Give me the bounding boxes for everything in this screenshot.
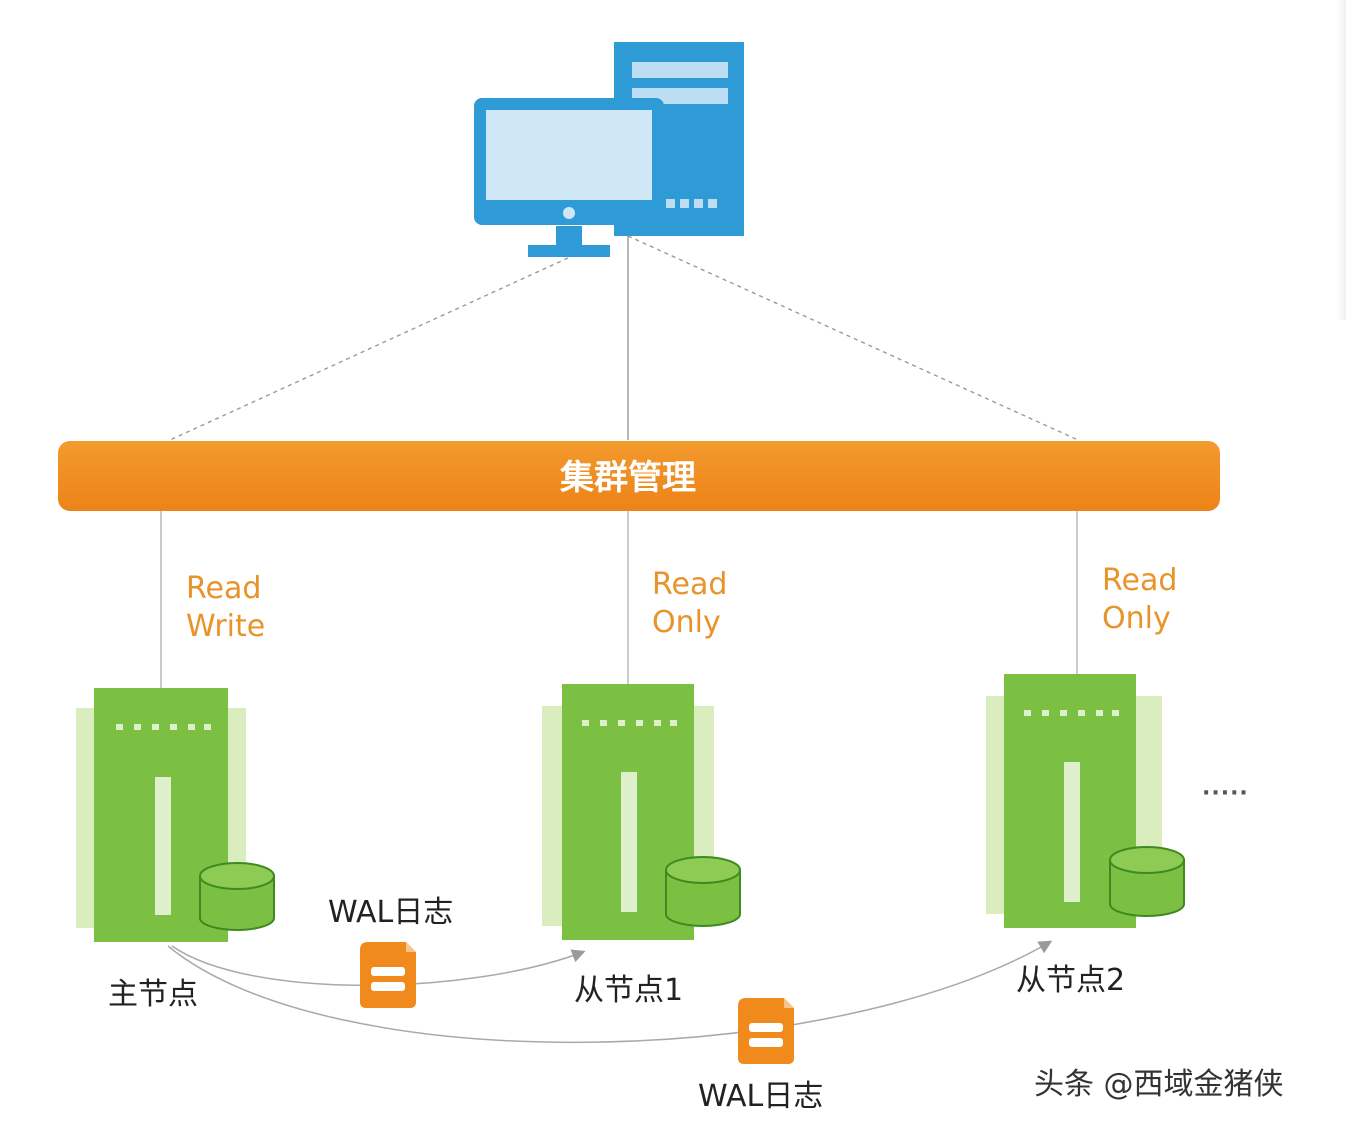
slave2-node-server-icon [986, 674, 1185, 928]
master-database-icon [199, 862, 275, 931]
wal-arrow-to-slave2 [167, 940, 1053, 1043]
slave2-node-caption: 从节点2 [1016, 963, 1125, 998]
watermark-text: 头条 @西域金猪侠 [1034, 1067, 1284, 1102]
window-edge-shadow [1336, 0, 1346, 320]
wal-log-label-bottom: WAL日志 [698, 1079, 823, 1114]
master-mode-line2: Write [186, 609, 265, 644]
master-node-server-icon [76, 688, 275, 942]
slave1-node-caption: 从节点1 [574, 973, 683, 1008]
cluster-management-label: 集群管理 [559, 458, 696, 498]
client-computer-icon [474, 42, 744, 257]
master-mode-line1: Read [186, 571, 261, 606]
wal-log-label-top: WAL日志 [328, 895, 453, 930]
slave2-database-icon [1109, 846, 1185, 917]
wal-document-icon [360, 942, 416, 1008]
slave1-database-icon [665, 856, 741, 927]
node-mode-labels: Read Write Read Only Read Only [186, 563, 1177, 644]
slave1-mode-line1: Read [652, 567, 727, 602]
top-connectors [169, 235, 1079, 441]
slave1-node-server-icon [542, 684, 741, 940]
slave2-mode-line1: Read [1102, 563, 1177, 598]
slave1-mode-line2: Only [652, 605, 721, 640]
wal-document-icon [738, 998, 794, 1064]
master-node-caption: 主节点 [108, 977, 198, 1012]
cluster-management-bar: 集群管理 [58, 441, 1220, 511]
more-nodes-indicator: ····· [1202, 781, 1249, 806]
slave2-mode-line2: Only [1102, 601, 1171, 636]
node-connectors [160, 511, 1078, 688]
